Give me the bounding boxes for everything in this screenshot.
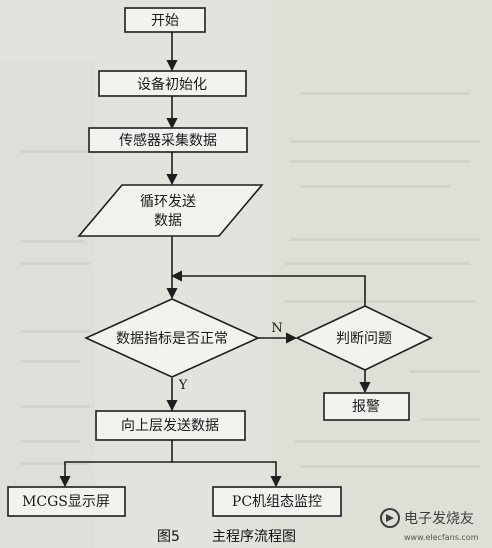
node-check: 数据指标是否正常 [84, 298, 260, 378]
node-check-label: 数据指标是否正常 [116, 331, 228, 347]
node-alarm: 报警 [323, 392, 410, 421]
bleed-lines [20, 92, 480, 468]
node-pc-label: PC机组态监控 [232, 494, 322, 510]
node-pc: PC机组态监控 [212, 486, 342, 517]
edges [59, 32, 371, 488]
edge-upload-to-mcgs [59, 440, 173, 488]
node-send-loop-line1: 循环发送 [140, 194, 196, 210]
node-init: 设备初始化 [98, 70, 247, 97]
node-upload-label: 向上层发送数据 [121, 418, 219, 434]
edge-label-no: N [271, 321, 282, 336]
figure-caption: 图5 主程序流程图 [157, 529, 296, 545]
node-send-loop-line2: 数据 [154, 213, 182, 229]
edge-upload-to-pc [172, 461, 282, 488]
node-start-label: 开始 [151, 13, 179, 29]
node-collect: 传感器采集数据 [88, 127, 248, 153]
edge-judge-loop-back [170, 270, 366, 306]
node-init-label: 设备初始化 [137, 76, 207, 93]
node-start: 开始 [124, 7, 206, 33]
watermark: 电子发烧友 www.elecfans.com [380, 508, 479, 542]
node-alarm-label: 报警 [352, 399, 380, 415]
watermark-brand: 电子发烧友 [404, 511, 474, 527]
node-collect-label: 传感器采集数据 [119, 132, 217, 149]
node-mcgs: MCGS显示屏 [7, 486, 126, 517]
watermark-logo-icon [380, 508, 400, 528]
node-upload: 向上层发送数据 [95, 410, 246, 441]
node-judge: 判断问题 [295, 305, 433, 371]
watermark-domain: www.elecfans.com [404, 533, 479, 542]
caption-figure-number: 图5 [157, 529, 180, 545]
node-mcgs-label: MCGS显示屏 [22, 494, 110, 510]
node-send-loop: 循环发送 数据 [77, 184, 264, 237]
edge-label-yes: Y [178, 378, 188, 393]
caption-title: 主程序流程图 [212, 529, 296, 545]
node-judge-label: 判断问题 [336, 331, 392, 347]
